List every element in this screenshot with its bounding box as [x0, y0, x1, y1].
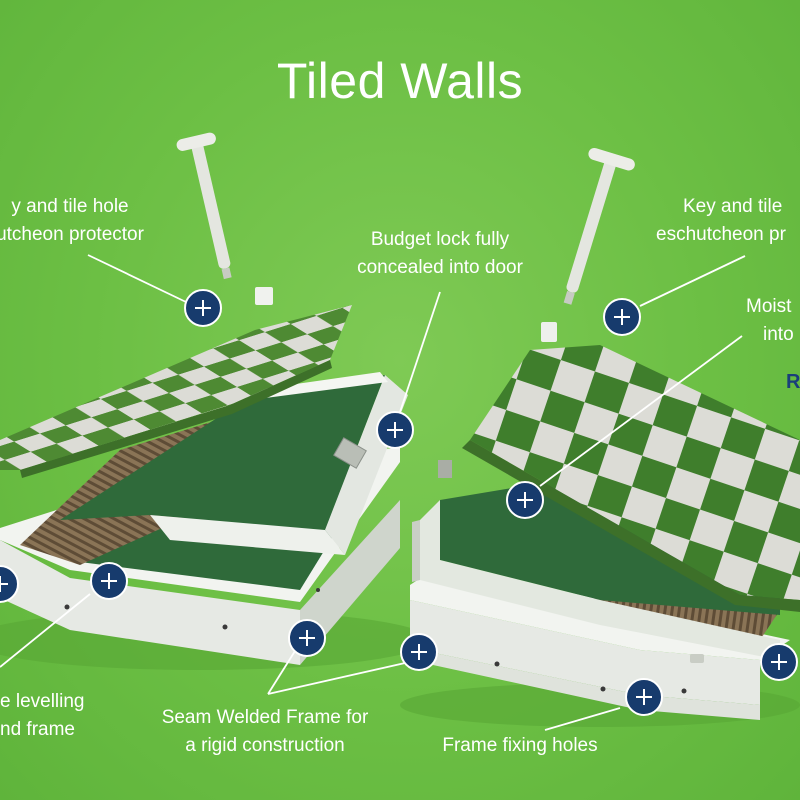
leader-budget-lock: [399, 291, 441, 413]
label-moisture: Moist into: [746, 293, 800, 349]
label-key-left: y and tile hole utcheon protector: [0, 193, 170, 249]
hotspot-frame-fixing-plus-icon[interactable]: [625, 678, 663, 716]
right-frame-hole-2: [600, 686, 606, 692]
label-seam-welded-line2: a rigid construction: [185, 735, 345, 756]
label-levelling-line1: e levelling: [0, 691, 85, 712]
label-seam-welded-line1: Seam Welded Frame for: [161, 707, 369, 728]
left-frame-hole-2: [222, 624, 228, 630]
leader-seam-2: [267, 662, 406, 695]
label-moisture-line1: Moist: [746, 296, 792, 317]
right-lid-edge: [462, 440, 800, 612]
left-tiled-lid: [0, 305, 352, 470]
right-lock: [438, 460, 452, 478]
left-frame-side: [300, 500, 400, 665]
leader-seam-1: [267, 650, 296, 695]
label-key-left-line1: y and tile hole: [11, 196, 129, 217]
label-key-right-line1: Key and tile: [683, 196, 783, 217]
leader-levelling: [0, 593, 91, 668]
label-seam-welded: Seam Welded Frame for a rigid constructi…: [140, 704, 390, 760]
label-moisture-line2: into: [763, 324, 794, 345]
leader-key-left: [87, 254, 187, 303]
right-door-wall-side: [412, 520, 420, 582]
left-door-wall-front: [150, 515, 345, 555]
right-tiled-lid: [470, 345, 800, 600]
left-lock: [333, 437, 367, 469]
right-frame-hole-1: [494, 661, 500, 667]
hotspot-seam-welded-2-plus-icon[interactable]: [400, 633, 438, 671]
leader-fixing: [544, 707, 621, 731]
left-key: [176, 132, 232, 280]
left-frame-hole-1: [64, 604, 70, 610]
label-r-fragment: R: [786, 371, 800, 393]
hotspot-key-left-plus-icon[interactable]: [184, 289, 222, 327]
right-door-wall: [420, 500, 780, 660]
label-key-right-line2: eschutcheon pr: [656, 224, 786, 245]
page-title: Tiled Walls: [276, 53, 524, 109]
label-levelling: e levelling nd frame: [0, 688, 100, 744]
label-key-right: Key and tile eschutcheon pr: [656, 193, 800, 249]
right-frame-front: [410, 600, 760, 705]
left-frame-hole-3: [316, 588, 320, 592]
leader-key-right: [639, 255, 746, 307]
label-levelling-line2: nd frame: [0, 719, 75, 740]
hotspot-key-right-plus-icon[interactable]: [603, 298, 641, 336]
hotspot-moisture-plus-icon[interactable]: [506, 481, 544, 519]
right-frame-hole-3: [681, 688, 687, 694]
label-budget-lock: Budget lock fully concealed into door: [335, 226, 545, 282]
right-key-cap: [541, 322, 557, 342]
right-frame-screw: [690, 654, 704, 663]
label-frame-fixing: Frame fixing holes: [442, 735, 598, 756]
hotspot-seam-welded-plus-icon[interactable]: [288, 619, 326, 657]
hotspot-levelling-plus-icon[interactable]: [90, 562, 128, 600]
left-frame-front: [0, 540, 300, 665]
leader-moisture: [539, 335, 743, 487]
left-door-tray: [60, 375, 385, 530]
hotspot-budget-lock-plus-icon[interactable]: [376, 411, 414, 449]
label-budget-lock-line2: concealed into door: [357, 257, 523, 278]
label-key-left-line2: utcheon protector: [0, 224, 144, 245]
label-budget-lock-line1: Budget lock fully: [370, 229, 510, 250]
right-key: [563, 147, 635, 305]
hotspot-right-edge-plus-icon[interactable]: [760, 643, 798, 681]
left-lid-edge: [20, 360, 332, 478]
left-key-cap: [255, 287, 273, 305]
